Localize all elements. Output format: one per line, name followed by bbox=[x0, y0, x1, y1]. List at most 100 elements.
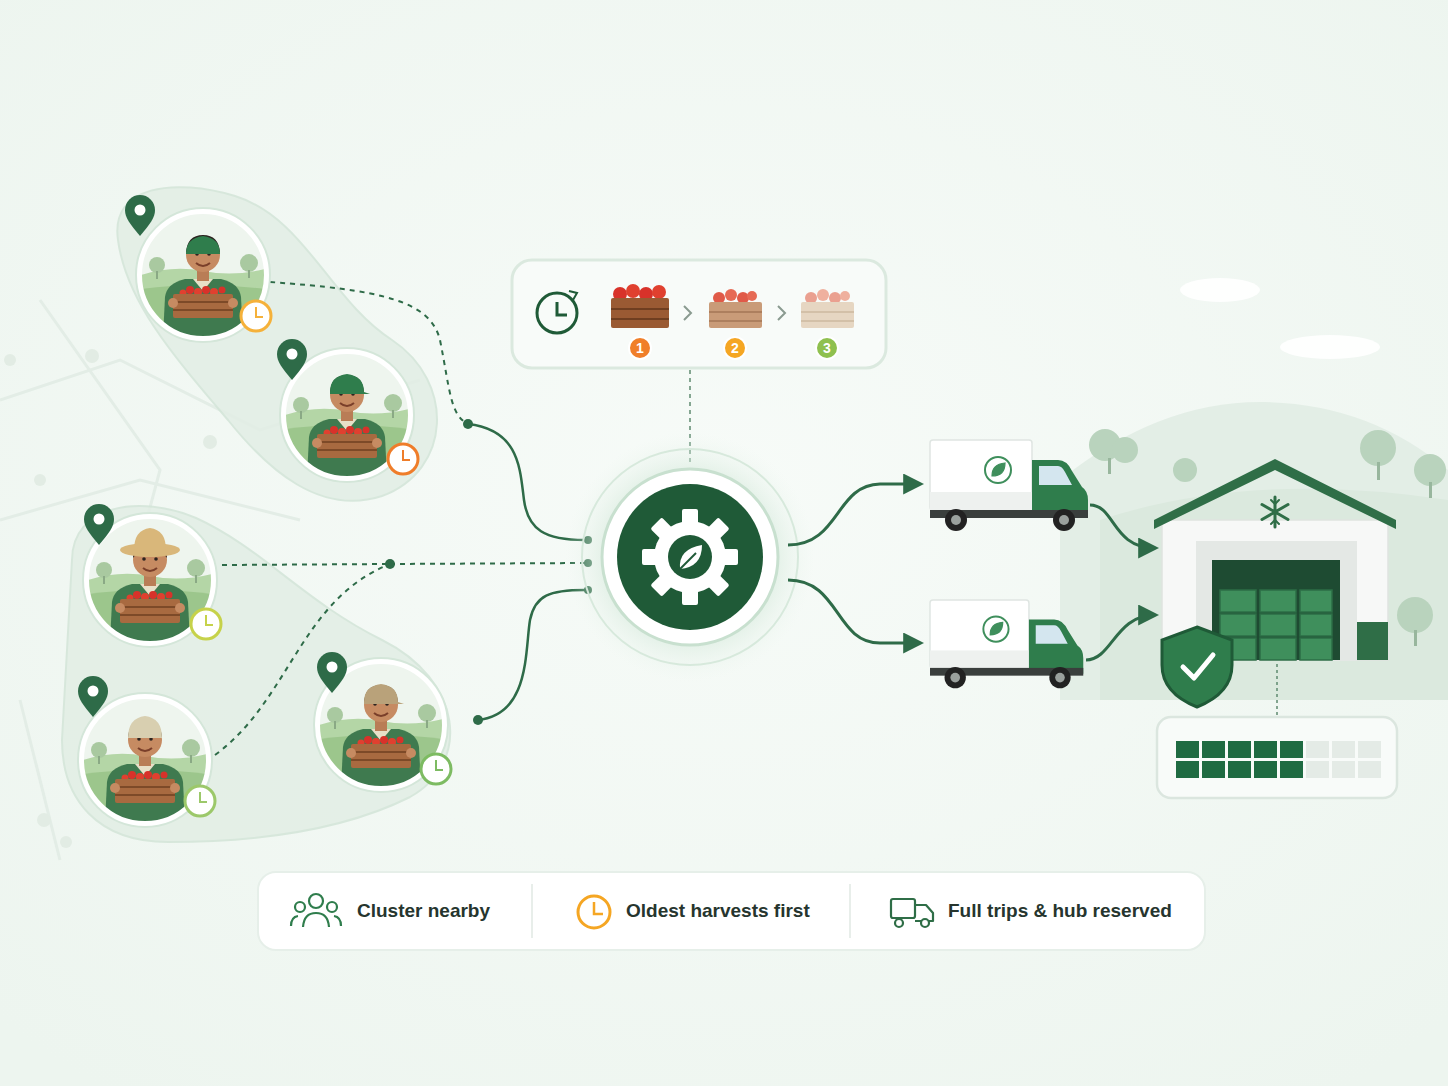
clock-badge bbox=[256, 307, 263, 317]
shield bbox=[1162, 627, 1232, 707]
cold-storage bbox=[1262, 497, 1288, 527]
truck-icon bbox=[921, 919, 929, 927]
key-bar bbox=[531, 884, 533, 938]
chevron bbox=[778, 306, 785, 320]
people-icon bbox=[295, 902, 305, 912]
tomato-crate bbox=[840, 291, 850, 301]
clock-badge bbox=[191, 609, 221, 639]
faint-trees bbox=[4, 354, 16, 366]
farmer-hats bbox=[330, 374, 370, 394]
clock-icon bbox=[594, 902, 603, 914]
clock-badge bbox=[241, 301, 271, 331]
tomato-crate bbox=[801, 289, 854, 328]
capacity-bar bbox=[1358, 761, 1381, 778]
priority-panel bbox=[557, 302, 567, 315]
tomato-crate bbox=[652, 285, 666, 299]
tomato-crate bbox=[709, 302, 762, 328]
clock-badge bbox=[388, 444, 418, 474]
key-bar bbox=[258, 872, 1205, 950]
capacity-bar bbox=[1280, 761, 1303, 778]
people-icon bbox=[291, 916, 298, 926]
capacity-bar bbox=[1202, 761, 1225, 778]
callout-number: 2 bbox=[731, 341, 739, 355]
capacity-bar bbox=[1332, 761, 1355, 778]
priority-panel bbox=[512, 260, 886, 368]
tomato-crate bbox=[709, 311, 762, 313]
location-pin bbox=[78, 676, 108, 717]
location-pin bbox=[277, 339, 307, 380]
location-pin bbox=[125, 195, 155, 236]
clock-badge bbox=[185, 786, 215, 816]
callout-number: 1 bbox=[636, 341, 644, 355]
flow-lines bbox=[222, 564, 390, 565]
landscape bbox=[1429, 482, 1432, 498]
tomato-crate bbox=[611, 318, 669, 320]
clock-badge bbox=[200, 792, 207, 802]
key-bar bbox=[849, 884, 851, 938]
landscape bbox=[1280, 335, 1380, 359]
capacity-bar bbox=[1176, 741, 1199, 758]
capacity-bar bbox=[1157, 717, 1397, 798]
leader-line bbox=[1276, 664, 1278, 715]
flow-arrows bbox=[788, 580, 920, 643]
cluster-region bbox=[117, 187, 437, 501]
landscape bbox=[1060, 402, 1448, 700]
tomato-crate bbox=[801, 302, 854, 328]
capacity-bar bbox=[1228, 741, 1251, 758]
clock-badge bbox=[185, 786, 215, 816]
clock-badge bbox=[421, 754, 451, 784]
cold-storage bbox=[1271, 500, 1279, 524]
landscape bbox=[1377, 462, 1380, 480]
cold-storage bbox=[1220, 590, 1332, 660]
priority-panel bbox=[512, 260, 886, 368]
junction-dot bbox=[385, 559, 395, 569]
faint-trees bbox=[34, 474, 46, 486]
junction-dot bbox=[473, 715, 483, 725]
cold-storage bbox=[1262, 497, 1288, 527]
priority-panel bbox=[569, 291, 577, 300]
truck bbox=[930, 440, 1088, 531]
farmer-avatar bbox=[136, 208, 270, 342]
callout-number: 3 bbox=[823, 341, 831, 355]
clock-badge bbox=[403, 450, 410, 460]
tomato-crate bbox=[725, 289, 737, 301]
capacity-bar bbox=[1202, 741, 1225, 758]
farmer-hats bbox=[186, 236, 220, 254]
tomato-crate bbox=[611, 298, 669, 328]
truck-icon bbox=[891, 899, 933, 927]
tomato-crate bbox=[801, 320, 854, 322]
capacity-bar bbox=[1254, 741, 1277, 758]
legend-text: Cluster nearby bbox=[357, 900, 490, 923]
landscape bbox=[1397, 597, 1433, 633]
location-pin bbox=[78, 195, 347, 717]
callout-badge: 3 bbox=[815, 336, 839, 360]
tomato-crate bbox=[709, 320, 762, 322]
flow-arrows bbox=[1090, 505, 1155, 548]
cold-storage bbox=[1220, 614, 1256, 636]
farmer-hats bbox=[128, 716, 162, 738]
cold-storage bbox=[1260, 590, 1296, 612]
capacity-bar bbox=[1254, 761, 1277, 778]
clock-icon bbox=[578, 896, 610, 928]
truck bbox=[930, 440, 1088, 688]
faint-trees bbox=[85, 349, 99, 363]
hub bbox=[617, 484, 763, 630]
capacity-bar bbox=[1332, 741, 1355, 758]
cold-storage bbox=[1154, 459, 1396, 529]
tomato-crate bbox=[817, 289, 829, 301]
tomato-crate bbox=[709, 289, 762, 328]
capacity-bar bbox=[1157, 717, 1397, 798]
landscape bbox=[1108, 458, 1111, 474]
cold-storage bbox=[1300, 590, 1332, 612]
tomato-crate bbox=[801, 311, 854, 313]
truck-icon bbox=[895, 919, 903, 927]
cold-storage bbox=[1300, 638, 1332, 660]
callout-badge: 1 bbox=[628, 336, 652, 360]
tomato-crate bbox=[611, 308, 669, 310]
clock-badge bbox=[206, 615, 213, 625]
capacity-bar bbox=[1306, 741, 1329, 758]
cold-storage bbox=[1300, 614, 1332, 636]
